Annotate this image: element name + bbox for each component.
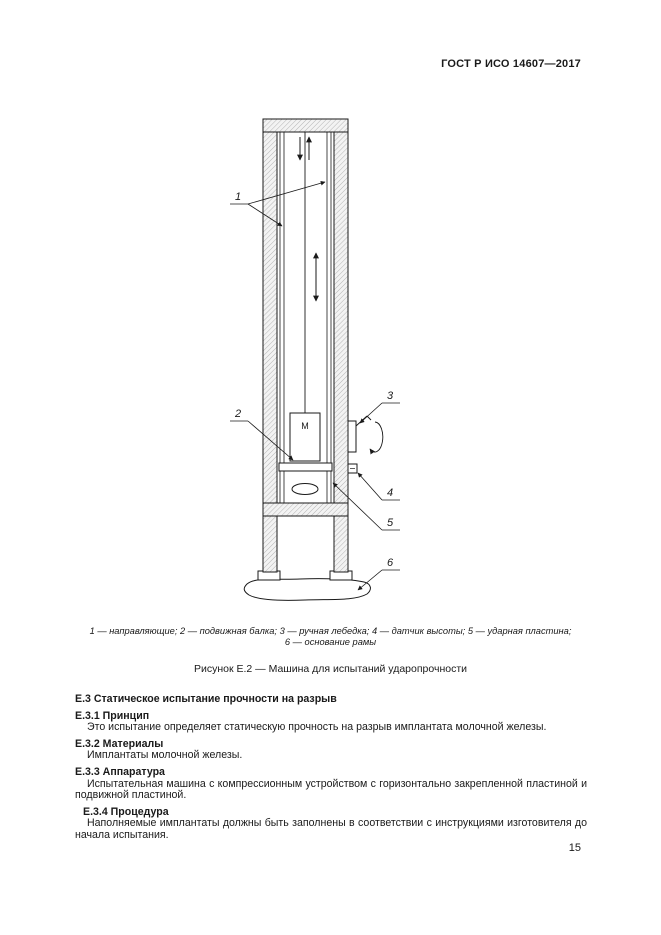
section-body-e32: Имплантаты молочной железы.: [87, 749, 243, 762]
callout-6: 6: [387, 557, 394, 569]
crossbar: [262, 502, 349, 517]
section-body-e34: Наполняемые имплантаты должны быть запол…: [75, 817, 587, 841]
callout-3: 3: [387, 390, 394, 402]
impact-plate: [278, 462, 333, 472]
section-heading-e31: Е.3.1 Принцип: [75, 709, 150, 722]
callout-leaders: [230, 180, 400, 591]
callout-4: 4: [387, 487, 393, 499]
callout-2: 2: [234, 408, 241, 420]
height-sensor: [347, 463, 358, 474]
figure-caption-line2: 6 — основание рамы: [284, 637, 377, 647]
figure-caption-line1: 1 — направляющие; 2 — подвижная балка; 3…: [89, 626, 572, 636]
figure-e2-diagram: 1 2 3 4 5 6 М: [230, 118, 400, 601]
frame-base: [243, 578, 371, 601]
page-number: 15: [568, 842, 581, 854]
section-heading-e33: Е.3.3 Аппаратура: [75, 765, 165, 778]
figure-caption: 1 — направляющие; 2 — подвижная балка; 3…: [0, 626, 661, 648]
body-text: Е.3 Статическое испытание прочности на р…: [75, 693, 587, 842]
specimen: [291, 483, 319, 495]
section-heading-e3: Е.3 Статическое испытание прочности на р…: [75, 693, 337, 705]
section-body-e31: Это испытание определяет статическую про…: [87, 721, 547, 734]
section-body-e33: Испытательная машина с компрессионным ус…: [75, 777, 587, 802]
section-heading-e34: Е.3.4 Процедура: [83, 805, 169, 818]
figure-title: Рисунок Е.2 — Машина для испытаний ударо…: [193, 663, 468, 675]
callout-1: 1: [235, 191, 241, 203]
mass-label: М: [301, 421, 309, 431]
callout-numbers: 1 2 3 4 5 6 М: [234, 191, 394, 569]
moving-beam: [289, 412, 321, 462]
document-header: ГОСТ Р ИСО 14607—2017: [441, 58, 581, 70]
hand-winch: [347, 415, 384, 455]
section-heading-e32: Е.3.2 Материалы: [75, 737, 164, 750]
callout-5: 5: [387, 517, 394, 529]
top-beam: [262, 118, 349, 133]
